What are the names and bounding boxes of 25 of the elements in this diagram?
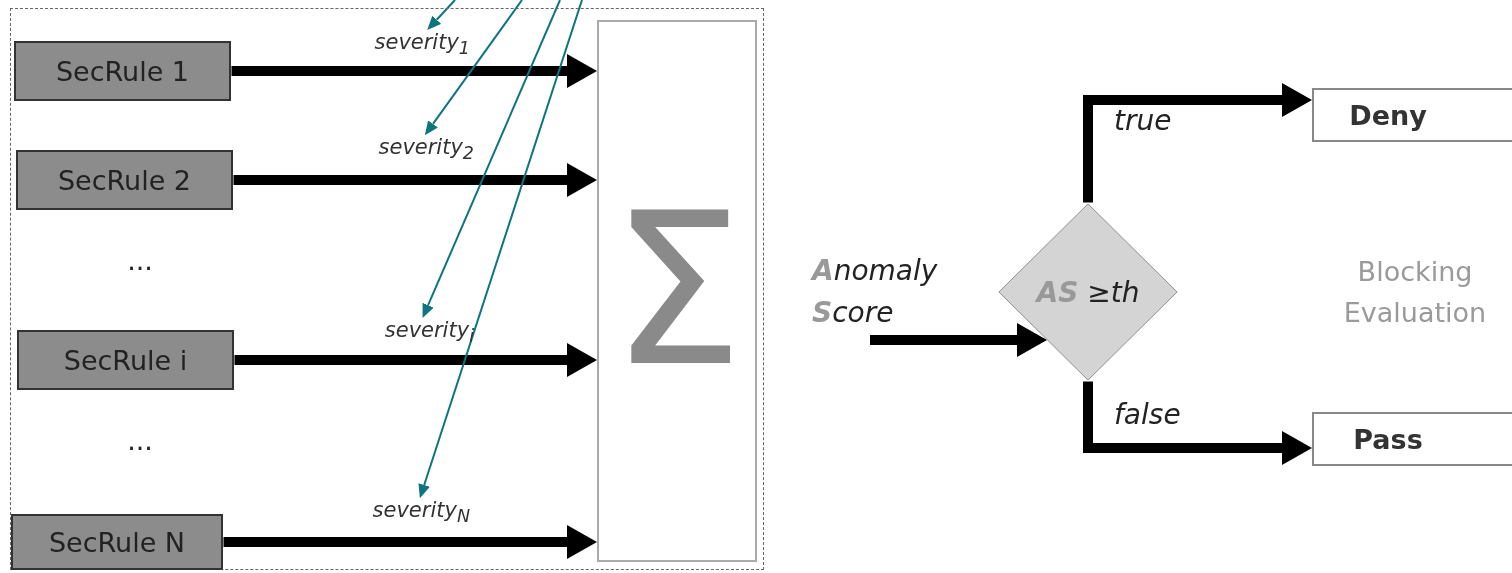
flow-arrow (1083, 381, 1312, 465)
ellipsis-text: ... (126, 425, 154, 456)
flow-arrow (231, 54, 597, 88)
severity-label: severity$_{1}$ (374, 30, 470, 60)
result-box: Deny (1312, 88, 1512, 142)
pointer-arrow (427, 0, 456, 31)
pointer-arrow (422, 0, 561, 319)
flow-arrow (233, 163, 597, 197)
severity-label: severity$_{N}$ (372, 498, 470, 528)
flow-arrow (223, 525, 597, 559)
anomaly-score-label: Anomaly Score (812, 253, 939, 331)
flow-arrow (1083, 83, 1312, 203)
pointer-arrow (418, 0, 583, 499)
flow-arrow (870, 323, 1047, 357)
ellipsis-text: ... (126, 245, 154, 276)
flow-arrow (234, 343, 597, 377)
section-title: Blocking Evaluation (1342, 255, 1488, 330)
severity-label: severity$_{2}$ (378, 135, 474, 165)
sum-box: Σ (597, 20, 757, 562)
decision-diamond (998, 203, 1178, 381)
severity-label: severity$_{i}$ (384, 318, 474, 348)
result-box: Pass (1312, 412, 1512, 466)
pointer-arrow (424, 0, 523, 136)
condition-text: AS ≥th (1034, 275, 1141, 309)
dashed-container (10, 8, 764, 570)
